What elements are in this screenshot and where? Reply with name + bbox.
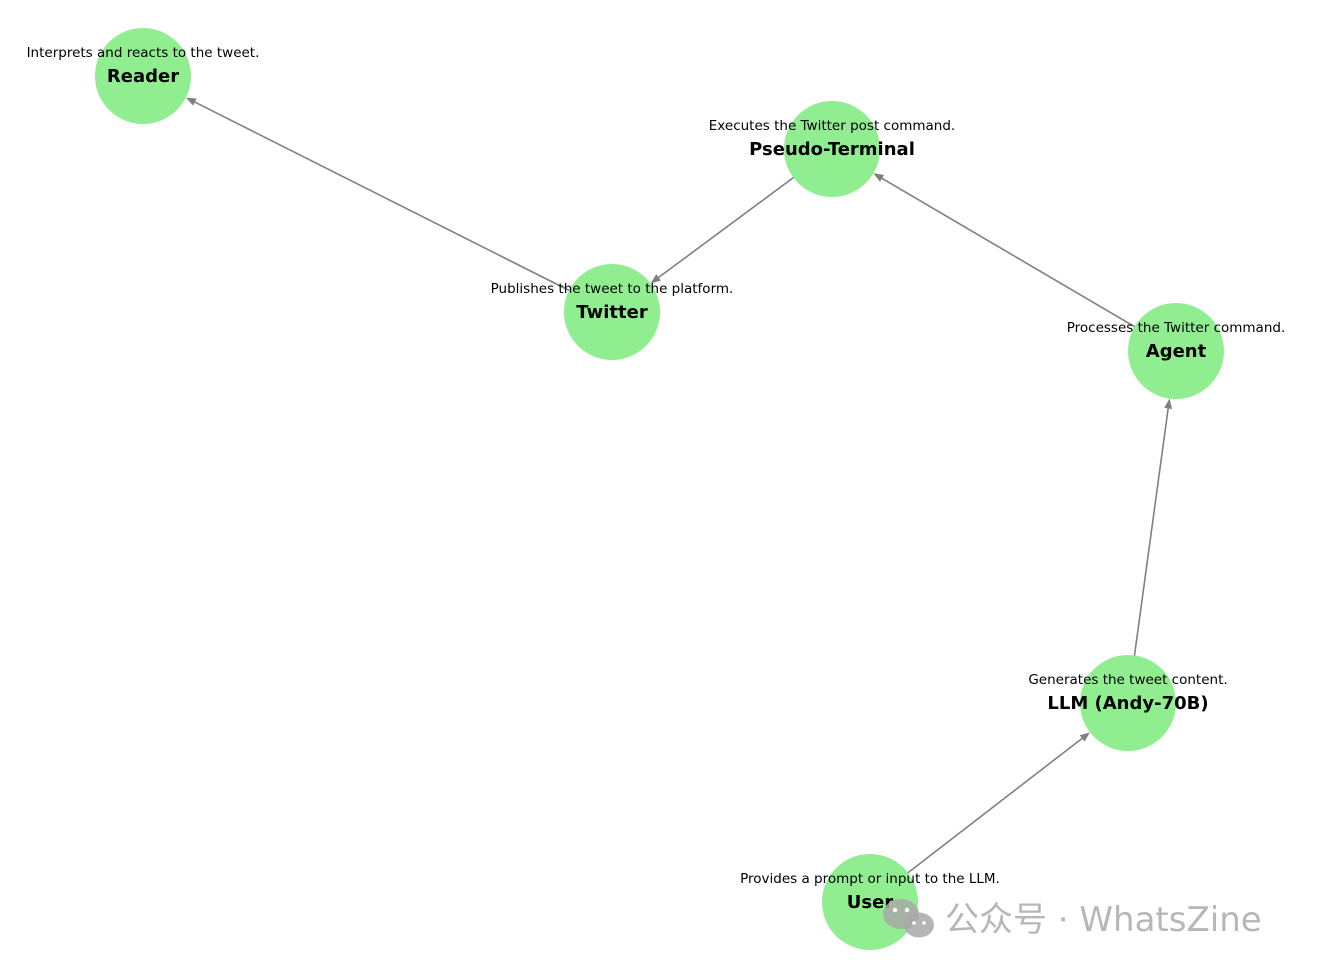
node-label: Agent bbox=[1146, 341, 1207, 362]
node-description: Executes the Twitter post command. bbox=[709, 118, 955, 134]
node-reader: Interprets and reacts to the tweet. Reade… bbox=[27, 28, 260, 124]
edge-line bbox=[879, 176, 1177, 352]
node-circle bbox=[784, 101, 880, 197]
node-circle bbox=[1128, 303, 1224, 399]
node-description: Processes the Twitter command. bbox=[1067, 320, 1286, 336]
nodes-layer: Interprets and reacts to the tweet. Reade… bbox=[27, 28, 1286, 950]
node-circle bbox=[1080, 655, 1176, 751]
edge-line bbox=[1127, 406, 1170, 704]
node-description: Generates the tweet content. bbox=[1028, 672, 1227, 688]
node-circle bbox=[95, 28, 191, 124]
node-description: Publishes the tweet to the platform. bbox=[491, 281, 734, 297]
arrow-head-icon bbox=[1164, 398, 1173, 410]
wechat-icon bbox=[883, 899, 934, 938]
node-label: Pseudo-Terminal bbox=[749, 139, 915, 160]
node-circle bbox=[564, 264, 660, 360]
watermark-text: 公众号 · WhatsZine bbox=[945, 900, 1262, 940]
node-label: Twitter bbox=[576, 302, 648, 323]
node-description: Provides a prompt or input to the LLM. bbox=[740, 871, 1000, 887]
node-pseudo-terminal: Executes the Twitter post command. Pseudo… bbox=[709, 101, 955, 197]
node-label: Reader bbox=[107, 66, 179, 87]
edge-line bbox=[192, 100, 613, 313]
node-llm: Generates the tweet content. LLM (Andy-70… bbox=[1028, 655, 1228, 751]
arrow-head-icon bbox=[1079, 732, 1090, 742]
arrow-head-icon bbox=[185, 97, 197, 106]
watermark: 公众号 · WhatsZine bbox=[883, 899, 1262, 940]
node-twitter: Publishes the tweet to the platform. Twit… bbox=[491, 264, 734, 360]
node-agent: Processes the Twitter command. Agent bbox=[1067, 303, 1286, 399]
node-label: LLM (Andy-70B) bbox=[1047, 693, 1208, 714]
edge-llm-to-agent bbox=[1127, 398, 1173, 704]
edge-agent-to-pseudo-terminal bbox=[873, 173, 1177, 352]
edge-twitter-to-reader bbox=[185, 97, 613, 313]
arrow-head-icon bbox=[873, 173, 885, 182]
node-description: Interprets and reacts to the tweet. bbox=[27, 45, 260, 61]
node-label: User bbox=[847, 892, 894, 913]
arrow-head-icon bbox=[650, 274, 661, 284]
edges-layer bbox=[185, 97, 1177, 903]
